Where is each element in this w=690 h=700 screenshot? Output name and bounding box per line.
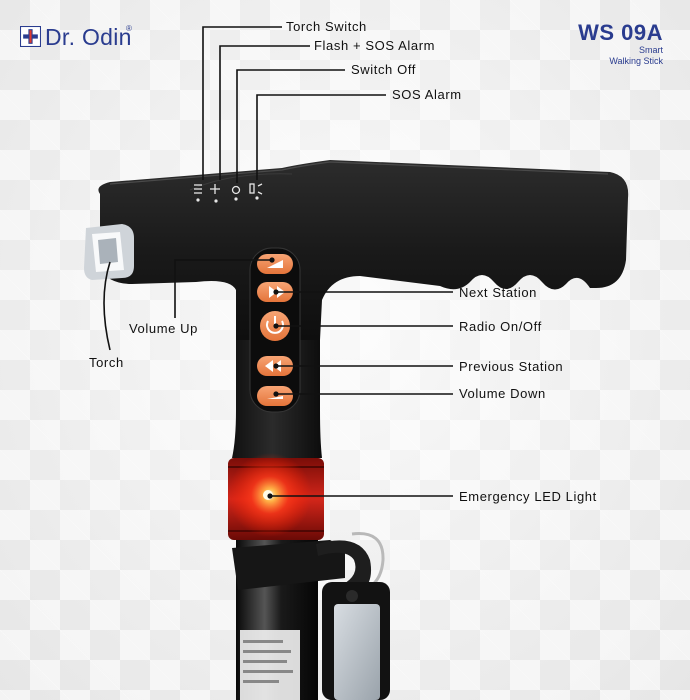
label-torch: Torch (89, 355, 124, 370)
top-switch-icons (194, 183, 263, 195)
callout-dots (267, 257, 279, 499)
model-number: WS 09A (578, 20, 663, 45)
label-flash-sos: Flash + SOS Alarm (314, 38, 436, 53)
handle-body (98, 160, 629, 340)
key-tag (322, 582, 390, 700)
callout-lines (103, 26, 453, 497)
label-switch-off: Switch Off (351, 62, 417, 77)
label-sos-alarm: SOS Alarm (392, 87, 462, 102)
brand-registered-mark: ® (126, 24, 132, 33)
volume-up-button[interactable] (257, 254, 293, 274)
label-volume-up: Volume Up (129, 321, 198, 336)
torch-lens (84, 224, 134, 280)
product-line-1: Smart (638, 45, 663, 55)
label-volume-down: Volume Down (459, 386, 546, 401)
label-next-station: Next Station (459, 285, 538, 300)
brand-name: Dr. Odin (45, 24, 132, 50)
label-torch-switch: Torch Switch (286, 19, 367, 34)
label-radio: Radio On/Off (459, 319, 542, 334)
label-emergency-led: Emergency LED Light (459, 489, 597, 504)
brand-logo-icon (20, 26, 41, 47)
product-line-2: Walking Stick (609, 56, 663, 66)
label-previous-station: Previous Station (459, 359, 564, 374)
top-switch-dots (196, 196, 259, 203)
